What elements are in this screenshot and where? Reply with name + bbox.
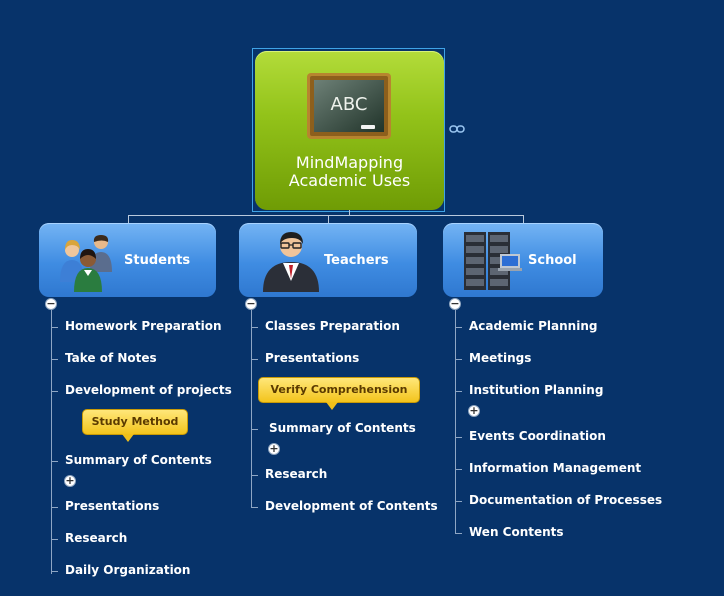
branch-tick (251, 327, 258, 328)
list-item[interactable]: Homework Preparation (65, 319, 222, 333)
list-item[interactable]: Presentations (265, 351, 360, 365)
branch-tick (455, 469, 462, 470)
school-branch-line (455, 310, 456, 534)
branch-tick (251, 507, 258, 508)
branch-tick (51, 391, 58, 392)
branch-tick (455, 327, 462, 328)
branch-tick (251, 429, 258, 430)
list-item[interactable]: Development of Contents (265, 499, 438, 513)
teacher-icon (263, 232, 319, 292)
list-item[interactable]: Summary of Contents (269, 421, 416, 435)
branch-tick (51, 539, 58, 540)
list-item[interactable]: Take of Notes (65, 351, 157, 365)
root-connector (349, 210, 350, 215)
list-item[interactable]: Events Coordination (469, 429, 606, 443)
students-icon (60, 235, 112, 292)
topic-school[interactable]: School (443, 223, 603, 297)
students-branch-line (51, 310, 52, 574)
branch-tick (251, 475, 258, 476)
branch-tick (455, 501, 462, 502)
teachers-branch-line (251, 310, 252, 508)
root-title-line-2: Academic Uses (288, 171, 411, 190)
branch-tick (51, 461, 58, 462)
list-item[interactable]: Research (65, 531, 128, 545)
branch-bar (128, 215, 524, 216)
collapse-school-button[interactable]: − (449, 297, 461, 310)
branch-tick (51, 359, 58, 360)
branch-tick (51, 507, 58, 508)
link-icon[interactable] (449, 124, 465, 134)
topic-students[interactable]: Students (39, 223, 216, 297)
expand-institution-planning-button[interactable]: + (468, 404, 480, 417)
expand-summary-button[interactable]: + (64, 474, 76, 487)
list-item[interactable]: Presentations (65, 499, 160, 513)
callout-tail (326, 402, 338, 410)
callout-tail (122, 434, 134, 442)
root-topic[interactable]: ABC MindMapping Academic Uses (255, 51, 444, 210)
list-item[interactable]: Documentation of Processes (469, 493, 663, 507)
callout-verify-comprehension[interactable]: Verify Comprehension (258, 377, 420, 403)
list-item[interactable]: Information Management (469, 461, 642, 475)
branch-tick (251, 359, 258, 360)
list-item[interactable]: Meetings (469, 351, 532, 365)
list-item[interactable]: Development of projects (65, 383, 232, 397)
topic-teachers[interactable]: Teachers (239, 223, 417, 297)
branch-tick (455, 533, 462, 534)
list-item[interactable]: Summary of Contents (65, 453, 212, 467)
expand-summary-button[interactable]: + (268, 442, 280, 455)
collapse-teachers-button[interactable]: − (245, 297, 257, 310)
root-title-line-1: MindMapping (295, 153, 404, 172)
list-item[interactable]: Daily Organization (65, 563, 191, 577)
branch-drop-students (128, 215, 129, 223)
branch-tick (455, 359, 462, 360)
topic-label-teachers: Teachers (324, 253, 389, 268)
branch-drop-teachers (328, 215, 329, 223)
topic-label-students: Students (124, 253, 191, 268)
list-item[interactable]: Classes Preparation (265, 319, 400, 333)
branch-tick (51, 327, 58, 328)
board-text: ABC (331, 94, 368, 115)
branch-tick (455, 437, 462, 438)
server-rack-icon (464, 232, 522, 290)
list-item[interactable]: Institution Planning (469, 383, 604, 397)
root-selection-frame (252, 48, 445, 212)
list-item[interactable]: Research (265, 467, 328, 481)
branch-tick (455, 391, 462, 392)
list-item[interactable]: Wen Contents (469, 525, 564, 539)
callout-study-method[interactable]: Study Method (82, 409, 188, 435)
chalkboard-icon: ABC (307, 73, 391, 139)
branch-tick (51, 571, 58, 572)
root-title: MindMapping Academic Uses (255, 154, 444, 190)
list-item[interactable]: Academic Planning (469, 319, 598, 333)
topic-label-school: School (528, 253, 577, 268)
collapse-students-button[interactable]: − (45, 297, 57, 310)
branch-drop-school (523, 215, 524, 223)
